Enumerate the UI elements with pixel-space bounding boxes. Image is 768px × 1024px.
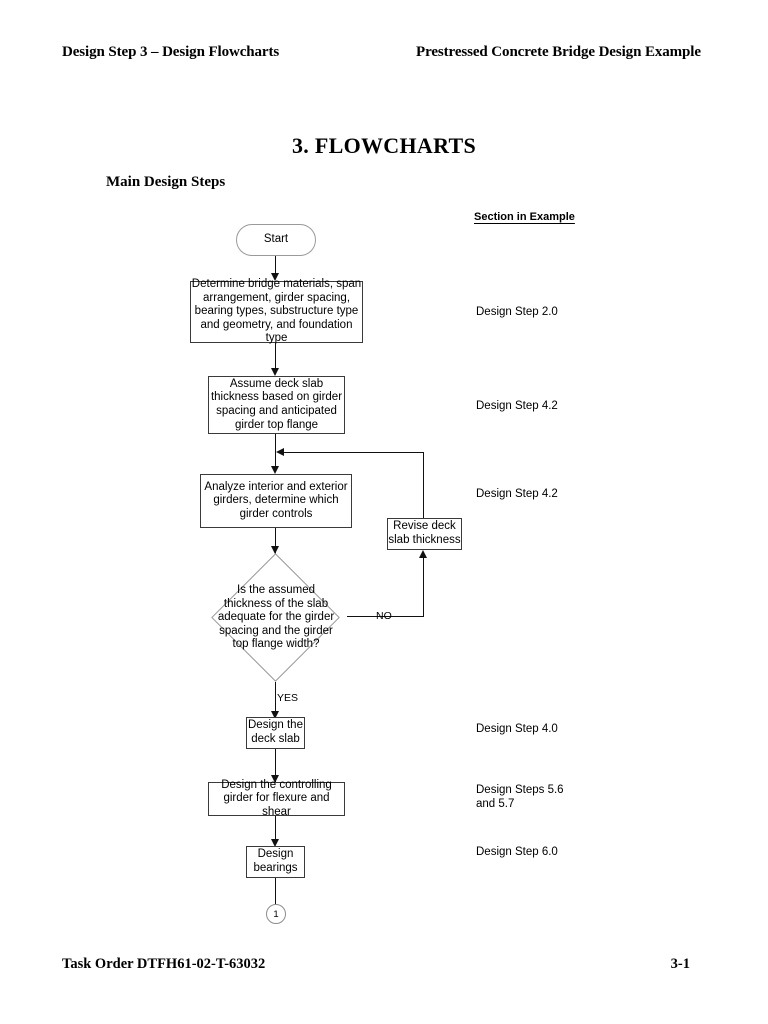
side-label-design-step-2-0: Design Step 2.0	[476, 306, 558, 318]
flow-edge-start-to-materials	[275, 256, 276, 275]
flow-node-revise-deck-slab: Revise deck slab thickness	[387, 518, 462, 550]
running-head-right: Prestressed Concrete Bridge Design Examp…	[416, 44, 701, 60]
page-title: 3. FLOWCHARTS	[291, 133, 477, 158]
arrow-down-icon	[271, 546, 279, 554]
flow-node-start: Start	[236, 224, 316, 256]
flow-edge-label-yes: YES	[277, 692, 299, 704]
section-heading: Main Design Steps	[106, 174, 226, 190]
flow-edge-materials-to-deckslab	[275, 343, 276, 371]
running-head: Design Step 3 – Design Flowcharts Prestr…	[62, 44, 706, 64]
arrow-down-icon	[271, 711, 279, 719]
page-number: 3-1	[670, 956, 690, 972]
side-label-design-step-4-0: Design Step 4.0	[476, 723, 558, 735]
flow-node-page-connector: 1	[266, 904, 286, 924]
flow-edge-no-riser	[423, 558, 424, 616]
flow-edge-analyze-to-decision	[275, 528, 276, 554]
flow-edge-bearings-to-connector	[275, 878, 276, 904]
flow-edge-no-branch	[347, 616, 424, 617]
flow-edge-label-no: NO	[376, 610, 392, 622]
running-foot: Task Order DTFH61-02-T-63032 3-1	[62, 956, 706, 976]
flow-edge-girder-to-bearings	[275, 816, 276, 845]
flow-edge-feedback-riser-top	[423, 452, 424, 525]
flow-node-assume-deck-slab: Assume deck slab thickness based on gird…	[208, 376, 345, 434]
side-label-design-steps-5-6-5-7: Design Steps 5.6 and 5.7	[476, 784, 564, 810]
flow-edge-feedback-return	[283, 452, 424, 453]
flow-edge-deckslab-to-analyze	[275, 434, 276, 472]
running-head-left: Design Step 3 – Design Flowcharts	[62, 44, 280, 60]
arrow-down-icon	[271, 273, 279, 281]
flow-node-analyze-girders: Analyze interior and exterior girders, d…	[200, 474, 352, 528]
arrow-down-icon	[271, 839, 279, 847]
arrow-down-icon	[271, 466, 279, 474]
side-label-design-step-4-2-girders: Design Step 4.2	[476, 488, 558, 500]
flow-node-decision-slab-thickness: Is the assumed thickness of the slab ade…	[217, 584, 335, 651]
flow-node-design-deck-slab: Design the deck slab	[246, 717, 305, 749]
side-label-design-step-4-2-deck: Design Step 4.2	[476, 400, 558, 412]
flow-node-design-bearings: Design bearings	[246, 846, 305, 878]
flow-node-determine-bridge-materials: Determine bridge materials, span arrange…	[190, 278, 363, 345]
flow-edge-yes-branch	[275, 682, 276, 718]
arrow-down-icon	[271, 368, 279, 376]
task-order-label: Task Order DTFH61-02-T-63032	[62, 956, 266, 972]
side-label-design-step-6-0: Design Step 6.0	[476, 846, 558, 858]
flow-edge-deckslab-to-girder	[275, 749, 276, 782]
arrow-left-icon	[276, 448, 284, 456]
arrow-up-icon	[419, 550, 427, 558]
arrow-down-icon	[271, 775, 279, 783]
section-in-example-header: Section in Example	[474, 211, 575, 223]
flow-node-design-controlling-girder: Design the controlling girder for flexur…	[208, 779, 345, 818]
